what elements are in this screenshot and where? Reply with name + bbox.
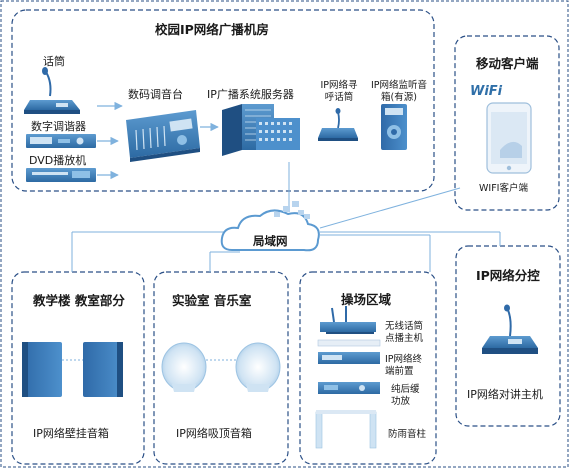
microphone-icon <box>24 67 80 114</box>
wall-speaker-left-icon <box>22 342 62 397</box>
dvd-label: DVD播放机 <box>29 154 87 167</box>
terminal-label: IP网络终 端前置 <box>385 354 431 378</box>
server-room-title: 校园IP网络广播机房 <box>155 22 269 37</box>
amplifier-label: 纯后缓 功放 <box>391 384 431 408</box>
tuner-label: 数字调谐器 <box>31 120 86 133</box>
wifi-client-label: WIFI客户端 <box>479 183 528 194</box>
monitor-label-line2: 箱(有源) <box>381 92 417 103</box>
lan-label: 局域网 <box>253 234 288 248</box>
wireless-mic-label-line1: 无线话筒 <box>385 321 424 332</box>
control-title: IP网络分控 <box>476 268 540 283</box>
tuner-icon <box>26 134 96 148</box>
wireless-mic-label: 无线话筒 点播主机 <box>385 321 431 345</box>
lab-box <box>153 271 289 465</box>
paging-mic-label-line2: 呼话筒 <box>324 92 354 103</box>
mixer-icon <box>126 110 200 162</box>
intercom-label: IP网络对讲主机 <box>467 388 543 401</box>
monitor-speaker-icon <box>381 104 407 150</box>
monitor-speaker-label: IP网络监听音 箱(有源) <box>366 80 432 104</box>
wall-speaker-right-icon <box>83 342 123 397</box>
wall-speaker-label: IP网络壁挂音箱 <box>33 427 109 440</box>
packet-blocks <box>274 201 310 219</box>
terminal-front-icon <box>317 339 381 364</box>
mic-label: 话筒 <box>43 55 65 68</box>
playground-box <box>299 271 437 465</box>
control-box <box>455 245 561 427</box>
column-speaker-icon <box>315 410 377 449</box>
connection-lines <box>71 162 501 272</box>
paging-mic-label: IP网络寻 呼话筒 <box>313 80 365 104</box>
intercom-host-icon <box>482 304 538 354</box>
wifi-logo-text: WiFi <box>470 84 503 99</box>
column-speaker-label: 防雨音柱 <box>388 429 427 440</box>
amp-label-line1: 纯后缓 <box>391 384 420 395</box>
amp-label-line2: 功放 <box>391 396 411 407</box>
amplifier-icon <box>318 382 380 394</box>
monitor-label-line1: IP网络监听音 <box>370 80 428 91</box>
phone-icon <box>486 102 532 174</box>
wireless-mic-label-line2: 点播主机 <box>385 333 424 344</box>
terminal-label-line2: 端前置 <box>385 366 414 377</box>
playground-title: 操场区域 <box>341 292 392 307</box>
ceiling-speaker-right-icon <box>235 342 281 392</box>
ceiling-speaker-left-icon <box>161 342 207 392</box>
lab-title: 实验室 音乐室 <box>172 293 252 308</box>
terminal-label-line1: IP网络终 <box>385 354 423 365</box>
teaching-title: 教学楼 教室部分 <box>33 293 125 308</box>
server-label: IP广播系统服务器 <box>207 88 294 101</box>
paging-mic-icon <box>318 108 358 141</box>
mobile-title: 移动客户端 <box>476 56 539 71</box>
wireless-mic-host-icon <box>320 306 376 334</box>
lan-cloud-icon <box>220 209 320 252</box>
server-icon <box>222 104 300 156</box>
dvd-icon <box>26 168 96 182</box>
mixer-label: 数码调音台 <box>128 88 183 101</box>
server-room-box <box>11 9 435 192</box>
teaching-box <box>11 271 145 465</box>
mobile-box <box>454 35 560 211</box>
paging-mic-label-line1: IP网络寻 <box>320 80 358 91</box>
ceiling-speaker-label: IP网络吸顶音箱 <box>176 427 252 440</box>
